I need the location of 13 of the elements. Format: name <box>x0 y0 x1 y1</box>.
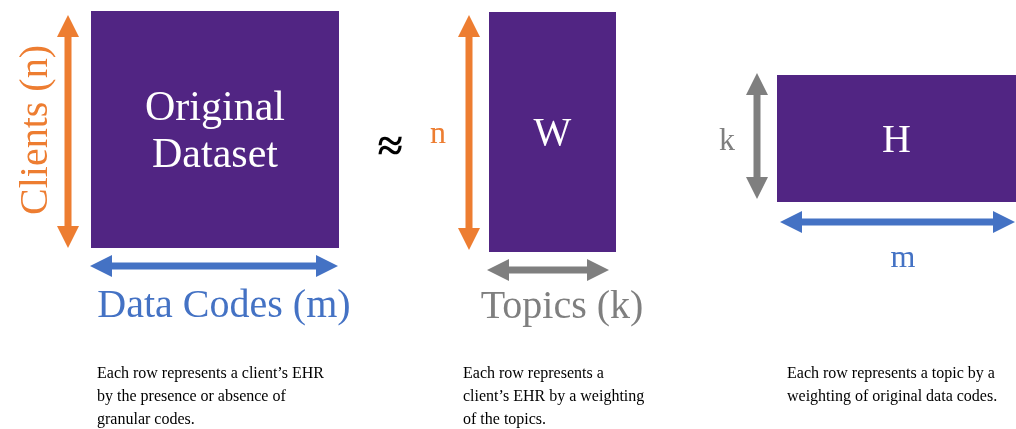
matrix-block: W <box>489 12 616 252</box>
caption: Each row represents a client’s EHR by the presence or absence of granular codes. <box>97 363 326 429</box>
dimension-label: m <box>890 240 916 272</box>
approx-symbol: ≈ <box>377 123 403 169</box>
matrix-block: H <box>777 75 1016 202</box>
dimension-label: n <box>430 116 446 148</box>
axis-label: Topics (k) <box>480 285 644 325</box>
dimension-label: k <box>719 123 735 155</box>
matrix-block: Original Dataset <box>91 11 339 248</box>
axis-label: Clients (n) <box>14 45 54 215</box>
caption: Each row represents a topic by a weighting of original data codes. <box>787 363 999 407</box>
caption: Each row represents a client’s EHR by a weighting of the topics. <box>463 363 646 429</box>
axis-label: Data Codes (m) <box>97 284 351 324</box>
